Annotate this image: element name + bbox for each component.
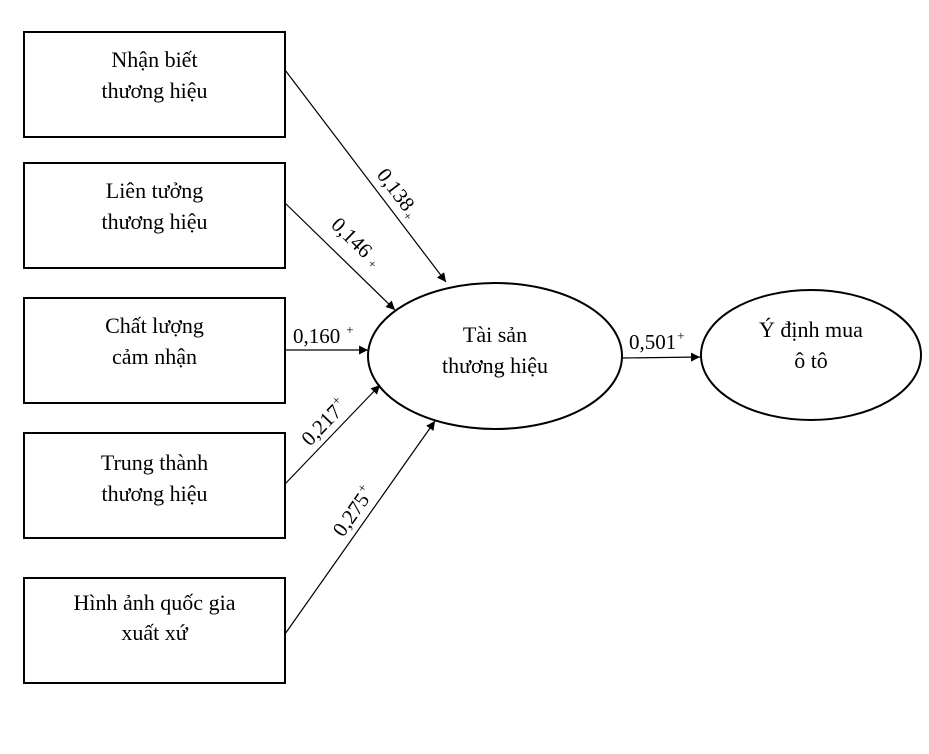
arrow-loyalty-to-equity (284, 384, 381, 485)
coef-association: 0,146+ (327, 212, 387, 271)
arrow-country-to-equity (284, 420, 436, 635)
coef-value: 0,138 (372, 164, 420, 216)
box-label-line2: xuất xứ (121, 620, 188, 645)
box-label-line1: Hình ảnh quốc gia (74, 590, 236, 615)
svg-text:0,146+: 0,146+ (327, 212, 387, 271)
box-label-line2: thương hiệu (101, 481, 207, 506)
coef-loyalty: 0,217+ (295, 392, 352, 450)
svg-text:0,160+: 0,160 + (293, 322, 354, 348)
coef-equity-intention: 0,501+ (629, 328, 685, 354)
outcome-ellipse-purchase-intention: Ý định mua ô tô (700, 289, 922, 421)
coef-value: 0,146 (327, 212, 378, 262)
arrow-association-to-equity (284, 202, 396, 311)
box-label-line1: Nhận biết (111, 47, 197, 72)
coef-sign: + (677, 328, 684, 343)
ellipse-label-line1: Tài sản (463, 322, 527, 347)
source-box-loyalty: Trung thành thương hiệu (23, 432, 286, 539)
coef-quality: 0,160 + (293, 322, 354, 348)
source-box-awareness: Nhận biết thương hiệu (23, 31, 286, 138)
source-box-country: Hình ảnh quốc gia xuất xứ (23, 577, 286, 684)
coef-value: 0,160 (293, 324, 340, 348)
box-label-line2: cảm nhận (112, 344, 197, 369)
mediator-ellipse-brand-equity: Tài sản thương hiệu (367, 282, 623, 430)
coef-sign: + (365, 256, 381, 272)
box-label-line2: thương hiệu (101, 78, 207, 103)
ellipse-label-line1: Ý định mua (759, 317, 863, 342)
source-box-quality: Chất lượng cảm nhận (23, 297, 286, 404)
ellipse-label-line2: thương hiệu (442, 353, 548, 378)
ellipse-label-line2: ô tô (794, 348, 828, 373)
coef-sign: + (346, 322, 353, 337)
box-label-line2: thương hiệu (101, 209, 207, 234)
arrow-awareness-to-equity (284, 69, 447, 283)
box-label-line1: Chất lượng (105, 313, 204, 338)
box-label-line1: Trung thành (101, 450, 208, 475)
box-label-line1: Liên tưởng (106, 178, 204, 203)
coef-value: 0,275 (327, 488, 374, 540)
svg-text:0,217+: 0,217+ (295, 392, 352, 450)
source-box-association: Liên tưởng thương hiệu (23, 162, 286, 269)
svg-text:0,501+: 0,501+ (629, 328, 685, 354)
coef-value: 0,501 (629, 330, 676, 354)
arrow-equity-to-intention (622, 352, 701, 362)
